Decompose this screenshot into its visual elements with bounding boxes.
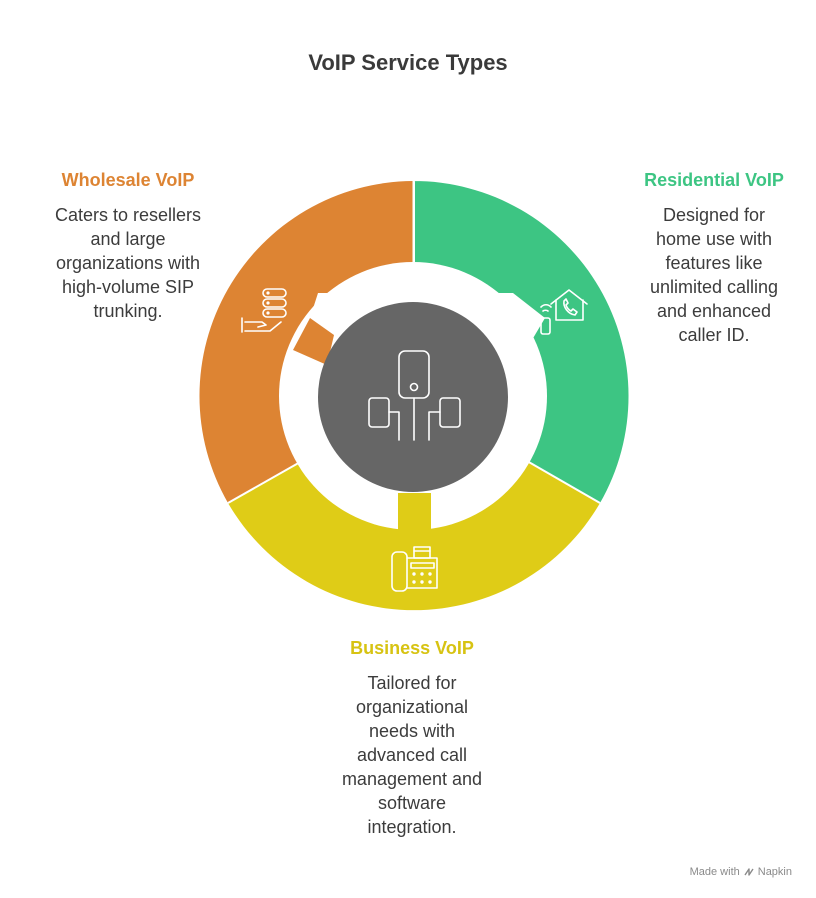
desk-phone-icon: [391, 546, 438, 592]
block-business: Business VoIP Tailored for organizationa…: [314, 638, 510, 839]
home-phone-icon: [540, 289, 588, 335]
napkin-logo-icon: [744, 868, 754, 876]
description-business: Tailored for organizational needs with a…: [341, 673, 483, 837]
network-devices-icon: [368, 350, 461, 441]
heading-wholesale: Wholesale VoIP: [61, 170, 195, 190]
segment-business[interactable]: [228, 462, 600, 611]
block-residential: Residential VoIP Designed for home use w…: [600, 170, 816, 347]
heading-business: Business VoIP: [350, 638, 474, 658]
server-hand-icon: [241, 288, 287, 333]
heading-residential: Residential VoIP: [644, 170, 784, 190]
description-wholesale: Caters to resellers and large organizati…: [54, 205, 202, 321]
center-circle: [318, 302, 508, 492]
diagram-title: VoIP Service Types: [308, 50, 508, 75]
watermark-prefix: Made with: [689, 866, 740, 878]
watermark-brand: Napkin: [757, 866, 792, 878]
block-wholesale: Wholesale VoIP Caters to resellers and l…: [18, 170, 238, 323]
description-residential: Designed for home use with features like…: [649, 205, 779, 345]
napkin-watermark[interactable]: Made with Napkin: [690, 866, 792, 878]
